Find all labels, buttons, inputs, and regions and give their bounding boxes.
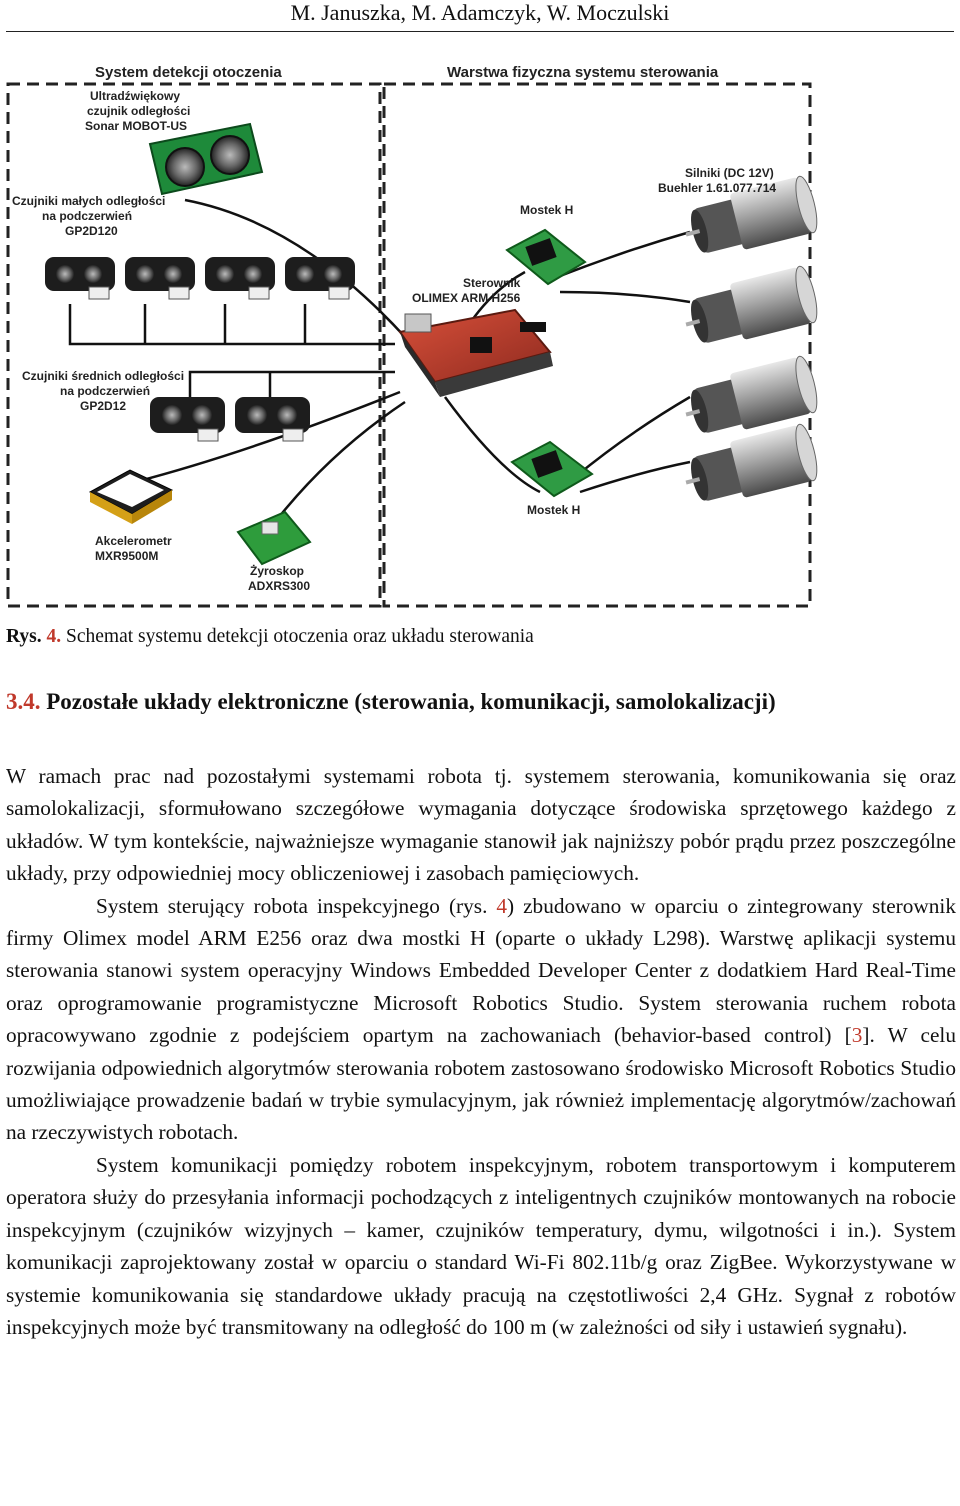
caption-label: Rys. — [6, 626, 42, 647]
caption-text: Schemat systemu detekcji otoczenia oraz … — [66, 626, 534, 647]
label-accelerometer: Akcelerometr MXR9500M — [95, 534, 175, 563]
figure-right-title: Warstwa fizyczna systemu sterowania — [447, 64, 719, 81]
header-rule — [6, 31, 954, 32]
accelerometer-chip — [88, 469, 174, 524]
figure-left-title: System detekcji otoczenia — [95, 64, 282, 81]
label-h-bridge-top: Mostek H — [520, 203, 573, 217]
gyroscope-board — [236, 510, 312, 566]
label-motors: Silniki (DC 12V) Buehler 1.61.077.714 — [658, 166, 777, 195]
running-head-authors: M. Januszka, M. Adamczyk, W. Moczulski — [290, 0, 670, 25]
motors — [685, 175, 818, 501]
figure-reference-link[interactable]: 4 — [496, 893, 508, 918]
label-short-ir: Czujniki małych odległości na podczerwie… — [12, 194, 169, 238]
paragraph-2: System sterujący robota inspekcyjnego (r… — [6, 890, 956, 1149]
section-heading: 3.4. Pozostałe układy elektroniczne (ste… — [6, 686, 956, 718]
short-ir-sensors — [45, 257, 355, 300]
paragraph-3: System komunikacji pomiędzy robotem insp… — [6, 1152, 956, 1339]
label-gyroscope: Żyroskop ADXRS300 — [248, 563, 310, 593]
h-bridge-top — [505, 228, 587, 286]
citation-link[interactable]: 3 — [851, 1023, 863, 1048]
paragraph-2-part-a: System sterujący robota inspekcyjnego (r… — [96, 893, 488, 918]
h-bridge-bottom — [510, 440, 594, 498]
section-number: 3.4. — [6, 689, 41, 714]
paragraph-1: W ramach prac nad pozostałymi systemami … — [6, 764, 956, 886]
paragraph-2-part-c: ]. W celu rozwijania odpowiednich algory… — [6, 1023, 956, 1145]
mid-ir-sensors — [150, 397, 310, 442]
label-mid-ir: Czujniki średnich odległości na podczerw… — [22, 369, 187, 413]
figure-caption: Rys. 4. Schemat systemu detekcji otoczen… — [6, 624, 534, 650]
label-h-bridge-bottom: Mostek H — [527, 503, 580, 517]
section-title: Pozostałe układy elektroniczne (sterowan… — [46, 689, 776, 714]
label-sonar: Ultradźwiękowy czujnik odległości Sonar … — [85, 89, 194, 133]
diagram-svg: System detekcji otoczenia Warstwa fizycz… — [6, 64, 818, 608]
label-controller: Sterownik OLIMEX ARM H256 — [412, 276, 524, 305]
paragraph-2-part-b: ) zbudowano w oparciu o zintegrowany ste… — [6, 893, 956, 1048]
controller-board — [398, 308, 553, 397]
figure-system-diagram: System detekcji otoczenia Warstwa fizycz… — [0, 52, 960, 612]
body-text: W ramach prac nad pozostałymi systemami … — [6, 760, 956, 1343]
sonar-sensor — [148, 122, 264, 196]
caption-number: 4. — [46, 626, 62, 647]
